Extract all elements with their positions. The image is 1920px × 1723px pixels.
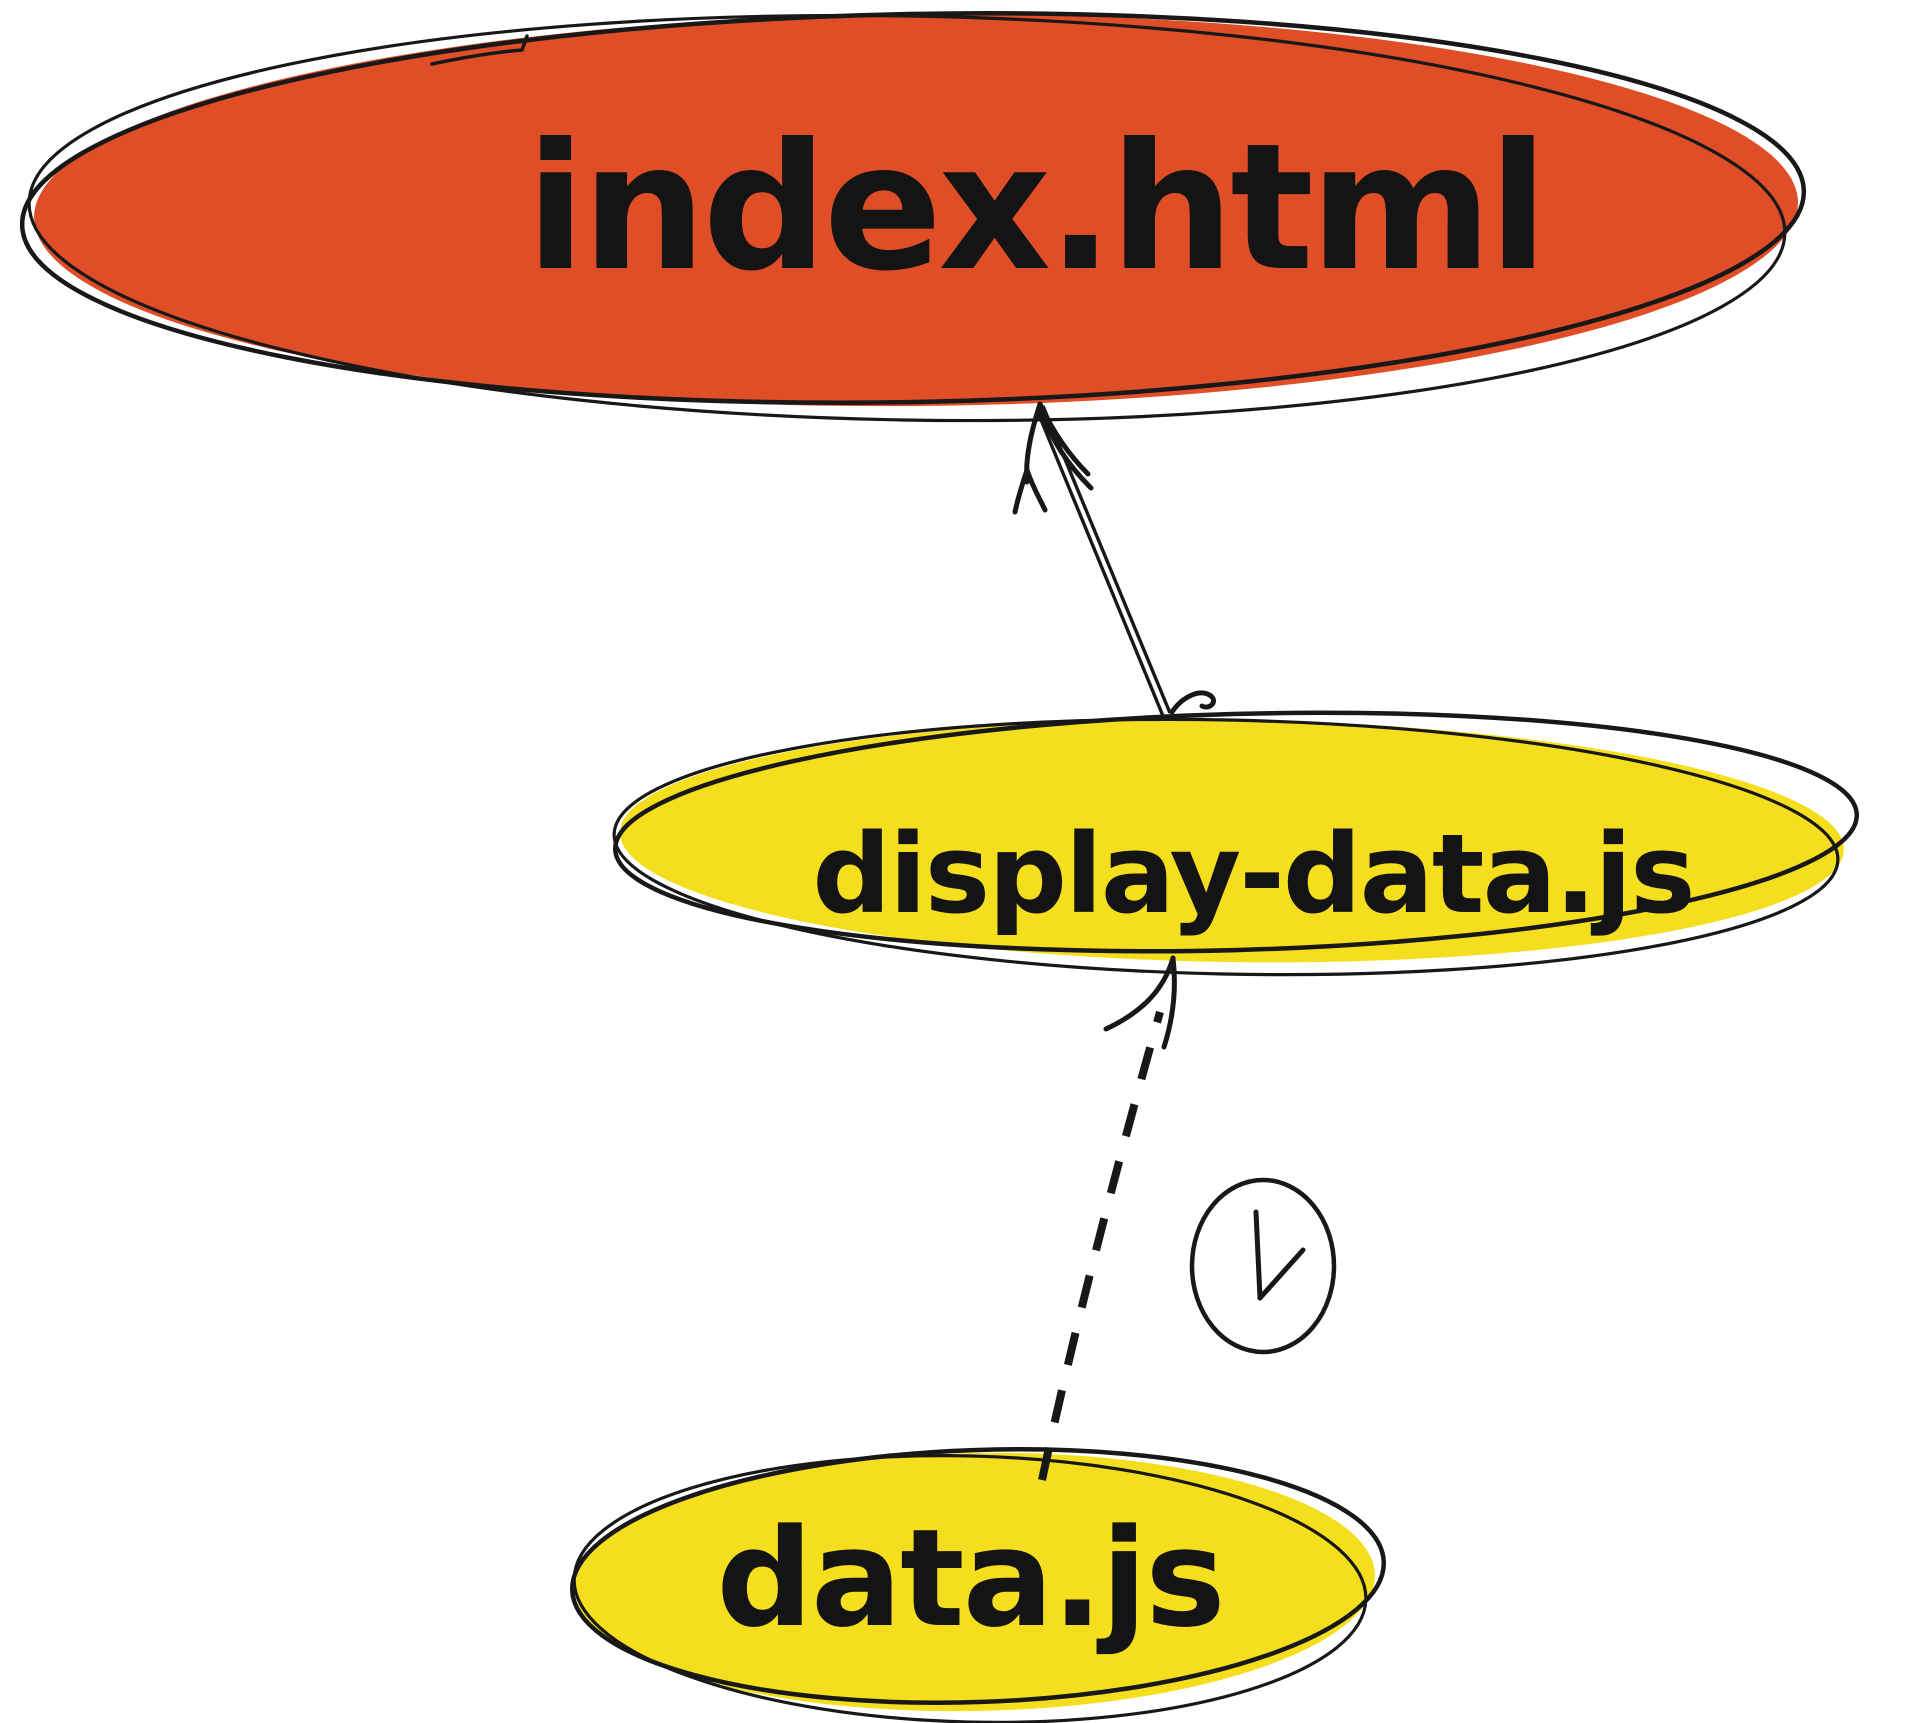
- node-display-data-js-outline: [612, 710, 1860, 954]
- node-label-display-data-js: display-data.js: [812, 810, 1693, 938]
- node-display-data-js-fill: [620, 719, 1844, 963]
- node-data-js: data.js: [569, 1447, 1387, 1723]
- node-index-html: index.html: [19, 11, 1807, 423]
- clock-minute-hand: [1253, 1209, 1263, 1301]
- node-label-index-html: index.html: [526, 107, 1544, 310]
- arrowhead-up: [1012, 401, 1094, 515]
- arrowhead-up: [1103, 955, 1177, 1050]
- node-index-html-fill: [34, 13, 1798, 407]
- sketch-stroke: [430, 34, 529, 66]
- node-data-js-outline: [569, 1447, 1387, 1705]
- edge-display-data-to-index: [1012, 401, 1216, 717]
- node-display-data-js: display-data.js: [612, 710, 1860, 977]
- node-label-data-js: data.js: [716, 1500, 1223, 1657]
- clock-hour-hand: [1257, 1247, 1306, 1301]
- node-display-data-js-outline-2: [612, 717, 1840, 977]
- edge-shaft-line: [1035, 409, 1165, 717]
- edge-dashed-line: [1038, 1010, 1164, 1481]
- node-index-html-outline-2: [27, 13, 1787, 423]
- clock-face: [1189, 1177, 1337, 1355]
- node-data-js-fill: [575, 1452, 1375, 1712]
- pen-hook-stroke: [1169, 690, 1216, 715]
- edge-data-to-display-data: [1038, 955, 1337, 1481]
- node-data-js-outline-2: [572, 1454, 1368, 1723]
- clock-icon: [1189, 1177, 1337, 1355]
- node-index-html-outline: [19, 11, 1807, 405]
